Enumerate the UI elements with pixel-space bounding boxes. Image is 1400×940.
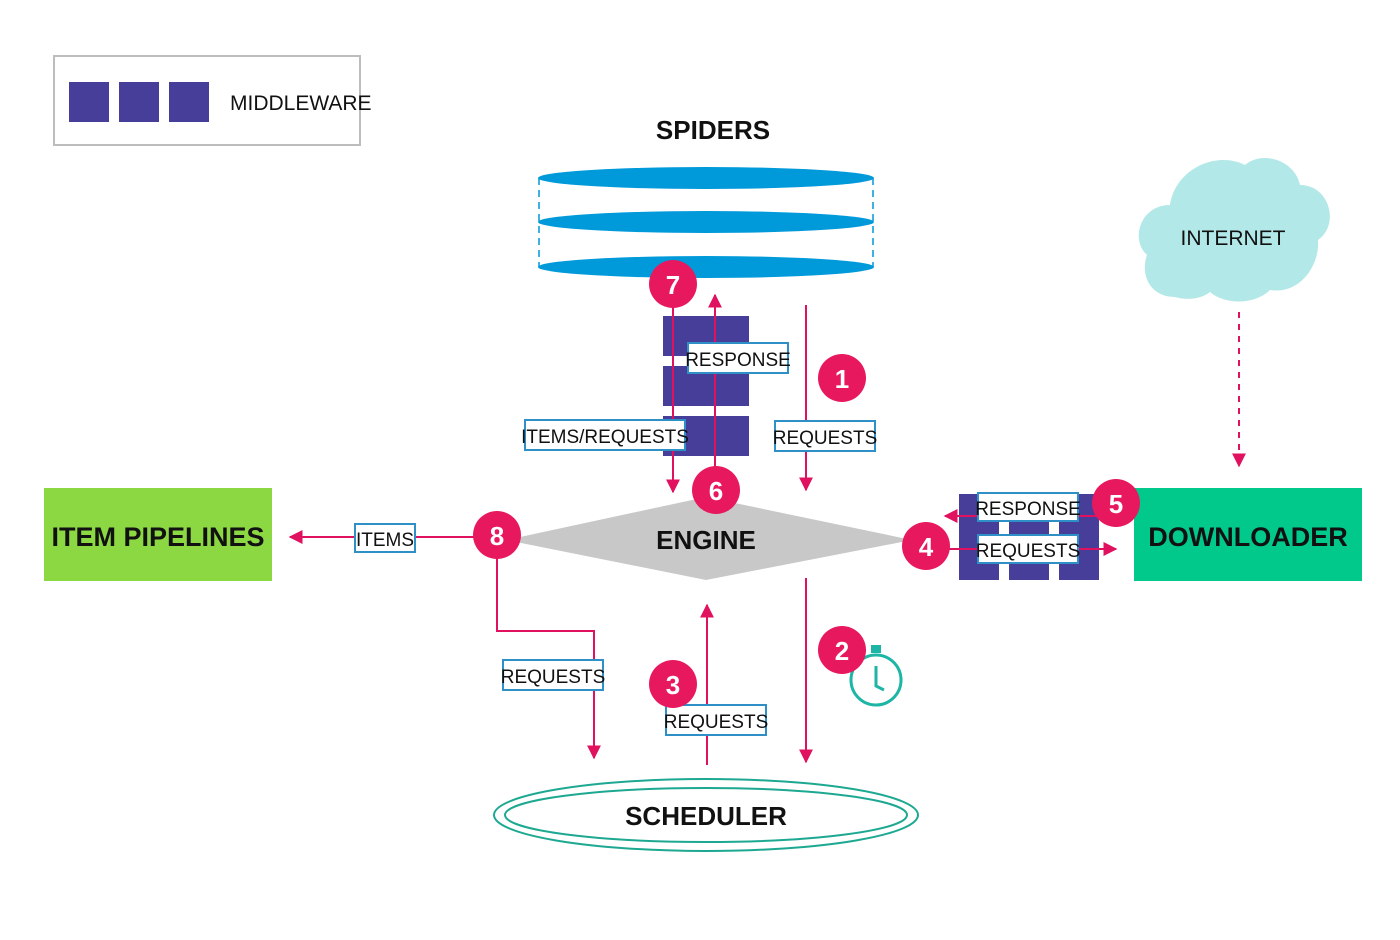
internet-node: INTERNET — [1138, 157, 1330, 302]
scheduler-label: SCHEDULER — [625, 801, 787, 831]
spiders-disk-1 — [538, 167, 874, 189]
spiders-disk-3 — [538, 256, 874, 278]
label-items: ITEMS — [356, 530, 414, 551]
downloader-node: DOWNLOADER — [1134, 488, 1362, 581]
label-requests-scheduler-3: REQUESTS — [664, 712, 769, 733]
svg-text:3: 3 — [666, 670, 680, 700]
item-pipelines-label: ITEM PIPELINES — [51, 522, 264, 552]
flow-arrows — [288, 293, 1246, 765]
svg-text:5: 5 — [1109, 489, 1123, 519]
stopwatch-icon — [849, 645, 903, 707]
step-badge-5: 5 — [1092, 479, 1140, 527]
spiders-disk-2 — [538, 211, 874, 233]
internet-label: INTERNET — [1181, 227, 1286, 250]
step-badge-7: 7 — [649, 260, 697, 308]
step-badges: 1 2 3 4 5 6 7 8 — [473, 260, 1140, 708]
legend-middleware-block-1 — [69, 82, 109, 122]
svg-text:6: 6 — [709, 476, 723, 506]
label-response-downloader: RESPONSE — [975, 499, 1081, 520]
svg-text:8: 8 — [490, 521, 504, 551]
legend-middleware-block-2 — [119, 82, 159, 122]
svg-text:1: 1 — [835, 364, 849, 394]
step-badge-6: 6 — [692, 466, 740, 514]
label-items-requests: ITEMS/REQUESTS — [521, 427, 689, 448]
step-badge-8: 8 — [473, 511, 521, 559]
legend: MIDDLEWARE — [53, 55, 372, 146]
step-badge-4: 4 — [902, 522, 950, 570]
legend-middleware-block-3 — [169, 82, 209, 122]
label-requests-1: REQUESTS — [773, 428, 878, 449]
step-badge-3: 3 — [649, 660, 697, 708]
svg-text:4: 4 — [919, 532, 934, 562]
flow-labels: RESPONSE REQUESTS ITEMS/REQUESTS ITEMS R… — [354, 342, 1081, 736]
internet-cloud — [1138, 157, 1330, 302]
engine-node: ENGINE — [506, 497, 912, 580]
svg-text:7: 7 — [666, 270, 680, 300]
step-badge-1: 1 — [818, 354, 866, 402]
scheduler-node: SCHEDULER — [493, 778, 919, 852]
label-requests-scheduler-8: REQUESTS — [501, 667, 606, 688]
step-badge-2: 2 — [818, 626, 866, 674]
engine-label: ENGINE — [656, 525, 756, 555]
label-response-spider: RESPONSE — [685, 350, 791, 371]
arrow-engine-to-scheduler-requests — [496, 555, 601, 760]
spiders-title: SPIDERS — [656, 115, 770, 145]
item-pipelines-node: ITEM PIPELINES — [44, 488, 272, 581]
downloader-label: DOWNLOADER — [1148, 522, 1347, 552]
svg-text:2: 2 — [835, 636, 849, 666]
spiders-node: SPIDERS — [538, 115, 874, 278]
legend-label: MIDDLEWARE — [230, 92, 372, 115]
label-requests-downloader: REQUESTS — [976, 541, 1081, 562]
